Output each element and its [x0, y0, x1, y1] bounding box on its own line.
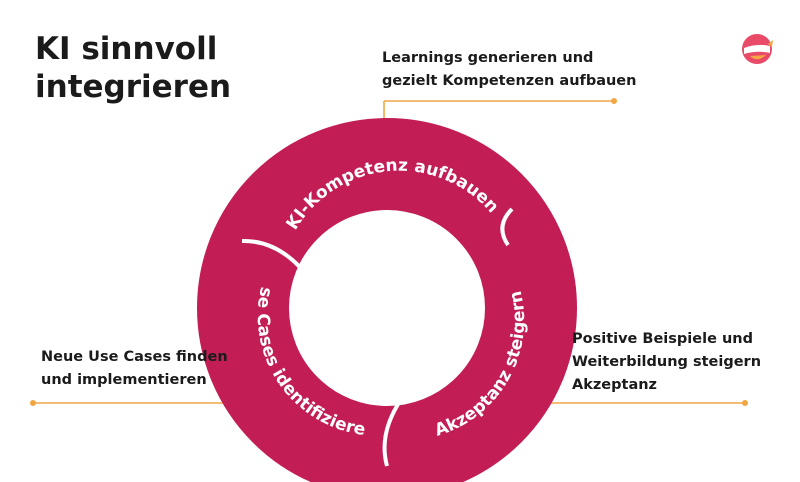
note-akzeptanz-line-1: Positive Beispiele und — [572, 331, 753, 347]
cycle-ring — [197, 118, 577, 482]
title-line-2: integrieren — [35, 69, 232, 105]
note-akzeptanz-line-2: Weiterbildung steigern — [572, 354, 762, 370]
note-akzeptanz: Positive Beispiele und Weiterbildung ste… — [572, 328, 761, 397]
note-use-cases-line-2: und implementieren — [41, 372, 207, 388]
page-title: KI sinnvoll integrieren — [35, 30, 231, 106]
note-use-cases: Neue Use Cases finden und implementieren — [41, 346, 228, 392]
segment-divider-right-bottom — [382, 396, 404, 467]
segment-divider-top-right — [500, 207, 514, 247]
note-use-cases-line-1: Neue Use Cases finden — [41, 349, 228, 365]
note-kompetenz-line-1: Learnings generieren und — [382, 50, 594, 66]
connector-right — [530, 400, 748, 406]
title-line-1: KI sinnvoll — [35, 31, 218, 67]
segment-divider-left-top — [241, 238, 308, 276]
note-akzeptanz-line-3: Akzeptanz — [572, 377, 657, 393]
connector-left — [30, 400, 248, 406]
note-kompetenz-line-2: gezielt Kompetenzen aufbauen — [382, 73, 637, 89]
note-kompetenz: Learnings generieren und gezielt Kompete… — [382, 47, 636, 93]
ninja-face-logo-icon — [742, 34, 773, 64]
